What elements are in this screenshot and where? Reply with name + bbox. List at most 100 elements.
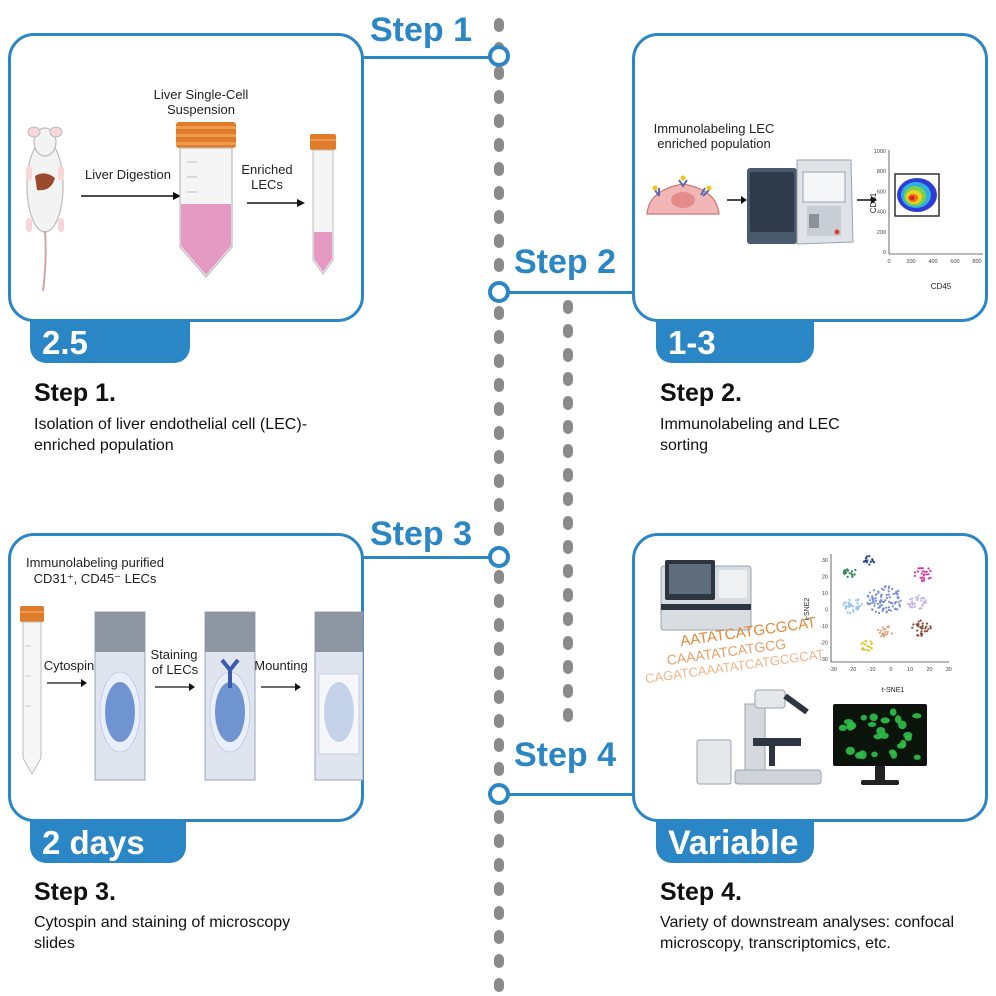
tick-label: 0 [883,250,886,256]
tsne-point [927,628,930,631]
tsne-point [885,596,888,600]
step3-connector [362,556,492,559]
tsne-point [897,600,900,604]
tsne-point [887,587,890,590]
tsne-point [924,601,927,604]
tsne-point [885,593,888,596]
tsne-point [887,585,891,588]
tsne-point [925,625,928,628]
tsne-point [880,587,884,590]
timeline-dot [494,450,504,464]
tsne-point [896,608,899,611]
step1-panel: Liver Digestion Liver Single-Cell Suspen… [8,33,364,322]
tick-label: 0 [825,608,828,614]
tsne-point [887,626,890,629]
tick-label: 400 [877,210,886,216]
timeline-dot [494,210,504,224]
timeline-dot [494,114,504,128]
tsne-point [916,596,920,600]
tsne-point [887,593,890,596]
tsne-point [880,593,883,596]
tsne-point [927,567,930,570]
tsne-point [882,632,885,635]
staining-label-1: Staining [150,647,198,662]
step1-node [488,45,510,67]
timeline-dot [563,300,573,314]
fluorescent-cell [912,713,922,719]
tsne-point [881,609,884,612]
tsne-point [870,647,873,650]
tsne-point [854,568,857,572]
fluorescent-cell [896,743,906,749]
tsne-point [847,601,850,604]
tsne-point [874,597,877,600]
tsne-point [917,620,920,623]
arrow-icon [857,196,877,204]
tsne-point [866,644,869,648]
step4-duration-badge: Variable [656,819,814,863]
tsne-point [891,605,895,608]
mouse-illustration [26,126,64,292]
tsne-point [921,622,924,625]
tsne-point [915,596,918,599]
tsne-point [916,634,919,637]
tsne-point [922,601,926,605]
tsne-point [917,625,920,628]
tsne-point [877,591,880,594]
timeline-dot [494,618,504,632]
tick-label: 200 [906,259,915,265]
step1-description: Isolation of liver endothelial cell (LEC… [34,416,308,454]
tsne-point [860,642,863,645]
tsne-point [922,597,926,600]
tsne-point [923,577,926,580]
cell-sorter-illustration [747,159,854,245]
step2-description: Immunolabeling and LEC sorting [660,416,840,454]
tsne-point [867,603,871,606]
tick-label: -10 [868,667,876,673]
fluorescent-cell [845,746,855,755]
tsne-point [846,611,849,614]
tube-illustration [20,606,44,776]
tsne-point [920,579,924,583]
tsne-xaxis-label: t-SNE1 [881,687,905,694]
tsne-point [891,587,894,591]
tsne-point [892,592,895,596]
tsne-point [889,609,892,612]
tsne-point [868,599,872,602]
cytospin-label: Cytospin [43,658,95,673]
tsne-point [898,603,901,606]
tsne-point [884,585,887,588]
tsne-point [929,569,932,573]
tsne-point [927,577,930,580]
tsne-point [866,594,869,598]
tsne-point [878,611,881,614]
tick-label: 800 [877,169,886,175]
timeline-dot [494,138,504,152]
timeline-dot [494,738,504,752]
timeline-dot [494,18,504,32]
step2-connector [508,291,634,294]
step4-connector [508,793,634,796]
tsne-point [921,570,924,573]
tsne-point [921,624,924,628]
tsne-point [894,607,897,611]
tsne-point [854,599,858,602]
timeline-dot [563,324,573,338]
tsne-point [873,602,876,605]
step4-label: Step 4 [508,735,623,775]
tick-label: 400 [928,259,937,265]
fluorescent-cell [858,750,867,760]
timeline-dot [494,186,504,200]
tsne-point [851,574,854,578]
tsne-point [929,627,932,630]
slide-staining-illustration [204,611,256,781]
tick-label: 800 [972,259,981,265]
timeline-dot [563,636,573,650]
suspension-label-1: Liver Single-Cell [153,87,249,102]
tsne-point [920,630,923,633]
tick-label: -10 [820,624,828,630]
fluorescent-cell [880,717,890,724]
tsne-point [913,574,917,577]
tick-label: 0 [887,259,890,265]
